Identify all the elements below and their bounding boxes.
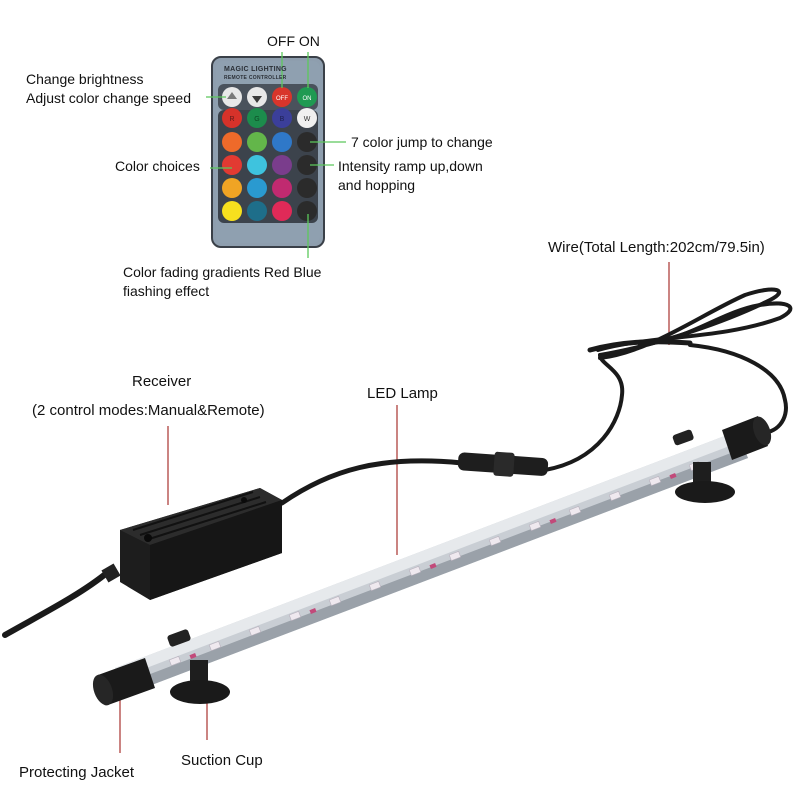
remote-controller: OFF ON R G B W (211, 56, 325, 248)
off-button[interactable] (272, 87, 292, 107)
remote-brand-line1: MAGIC LIGHTING (224, 66, 287, 73)
svg-text:W: W (304, 116, 311, 123)
label-adjust-speed: Adjust color change speed (26, 90, 191, 106)
label-color-choices: Color choices (115, 158, 200, 174)
led-lamp-tube (115, 432, 748, 694)
label-color-fading: Color fading gradients Red Blue (123, 264, 322, 280)
label-suction-cup: Suction Cup (181, 752, 263, 769)
label-wire: Wire(Total Length:202cm/79.5in) (548, 239, 765, 256)
remote-leader-lines (206, 52, 346, 258)
cable-connector (457, 451, 549, 477)
protecting-jacket-right (722, 416, 772, 460)
label-receiver: Receiver (132, 373, 192, 390)
label-receiver-modes: (2 control modes:Manual&Remote) (32, 402, 265, 419)
remote-brand-line2: REMOTE CONTROLLER (224, 75, 287, 81)
label-off-on: OFF ON (267, 33, 320, 49)
label-change-brightness: Change brightness (26, 71, 144, 87)
suction-cup-right (672, 429, 735, 503)
on-button[interactable] (297, 87, 317, 107)
label-flashing-effect: fiashing effect (123, 283, 210, 299)
label-7-color-jump: 7 color jump to change (351, 134, 493, 150)
label-protecting-jacket: Protecting Jacket (19, 764, 135, 781)
label-hopping: and hopping (338, 177, 416, 193)
suction-cup-left (167, 629, 230, 704)
receiver-box (101, 488, 282, 600)
svg-text:B: B (280, 116, 285, 123)
svg-text:ON: ON (303, 96, 312, 102)
label-intensity-ramp: Intensity ramp up,down (338, 158, 483, 174)
svg-text:R: R (229, 116, 234, 123)
protecting-jacket-left (92, 658, 155, 706)
svg-text:OFF: OFF (276, 96, 288, 102)
label-led-lamp: LED Lamp (367, 385, 438, 402)
cables (2, 287, 793, 638)
svg-text:G: G (254, 116, 259, 123)
